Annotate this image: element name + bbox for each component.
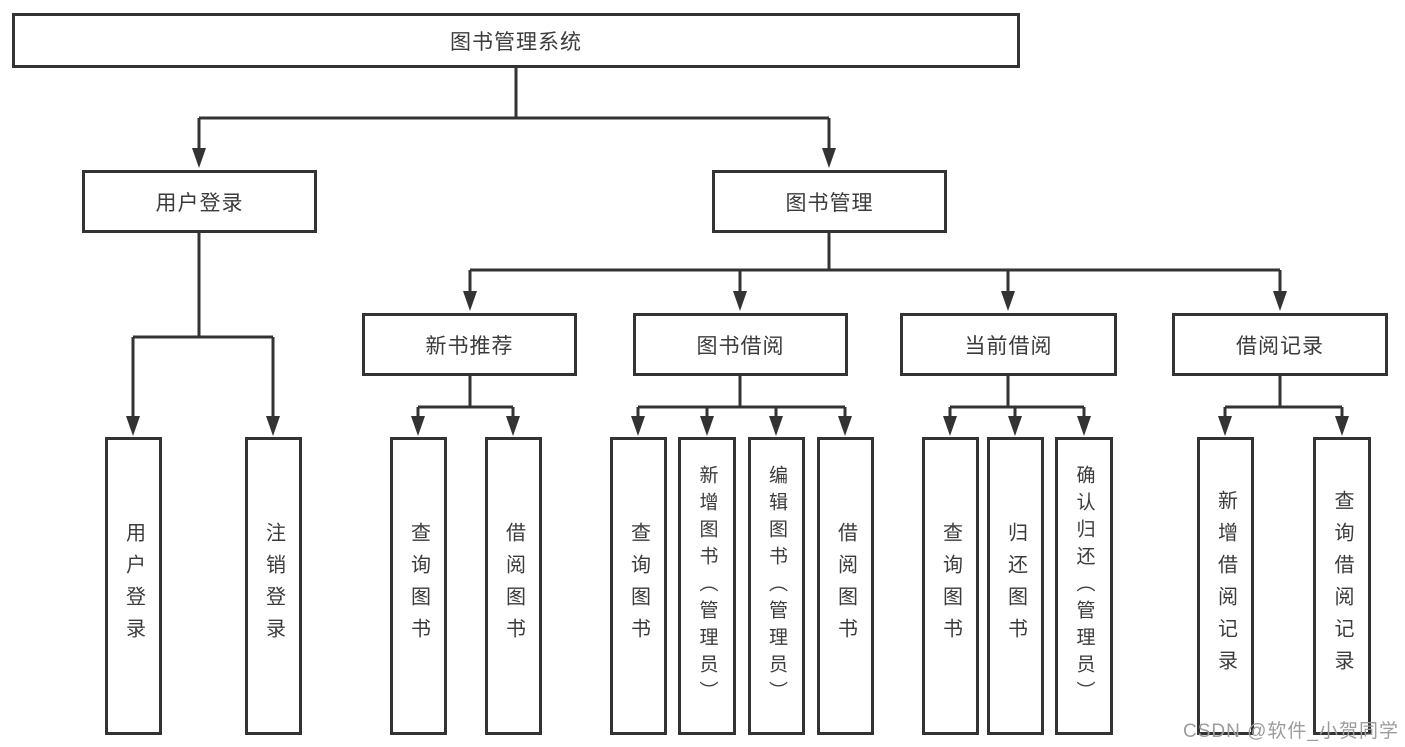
leaf-record-query-record: 查询借阅记录 (1313, 437, 1371, 735)
node-user-login: 用户登录 (82, 170, 317, 233)
leaf-current-query-book-label: 查询图书 (939, 522, 962, 650)
leaf-current-confirm-return-admin-label: 确认归还（管理员） (1073, 464, 1095, 708)
connector-currentborrow-to-leaves (948, 376, 1086, 417)
leaf-borrow-borrow-book-label: 借阅图书 (834, 522, 857, 650)
node-current-borrow: 当前借阅 (900, 313, 1117, 376)
leaf-record-add-record: 新增借阅记录 (1197, 437, 1254, 735)
leaf-borrow-add-book-admin-label: 新增图书（管理员） (696, 464, 718, 708)
leaf-record-add-record-label: 新增借阅记录 (1214, 490, 1237, 682)
leaf-user-login-label: 用户登录 (122, 522, 145, 650)
connector-bookmgmt-to-level3 (468, 233, 1282, 292)
leaf-current-return-book-label: 归还图书 (1004, 522, 1027, 650)
leaf-logout-label: 注销登录 (262, 522, 285, 650)
node-root-system: 图书管理系统 (12, 13, 1020, 68)
connector-borrowrecord-to-leaves (1223, 376, 1344, 417)
arrowheads (126, 148, 1349, 436)
node-book-management: 图书管理 (712, 170, 947, 233)
connector-root-to-level2 (197, 68, 831, 149)
connector-newbook-to-leaves (416, 376, 515, 417)
leaf-recommend-query-book: 查询图书 (390, 437, 447, 735)
leaf-borrow-query-book: 查询图书 (610, 437, 667, 735)
leaf-borrow-add-book-admin: 新增图书（管理员） (678, 437, 736, 735)
csdn-watermark: CSDN @软件_小贺同学 (1183, 721, 1399, 742)
leaf-borrow-borrow-book: 借阅图书 (817, 437, 874, 735)
connector-userlogin-to-leaves (131, 233, 275, 417)
leaf-borrow-edit-book-admin-label: 编辑图书（管理员） (766, 464, 787, 708)
leaf-borrow-query-book-label: 查询图书 (627, 522, 650, 650)
leaf-user-login: 用户登录 (105, 437, 162, 735)
leaf-record-query-record-label: 查询借阅记录 (1331, 490, 1353, 682)
leaf-logout: 注销登录 (245, 437, 302, 735)
node-borrow-record: 借阅记录 (1172, 313, 1388, 376)
leaf-borrow-edit-book-admin: 编辑图书（管理员） (748, 437, 805, 735)
leaf-current-confirm-return-admin: 确认归还（管理员） (1055, 437, 1113, 735)
leaf-recommend-query-book-label: 查询图书 (407, 522, 430, 650)
leaf-recommend-borrow-book-label: 借阅图书 (502, 522, 525, 650)
node-new-book-recommend: 新书推荐 (362, 313, 577, 376)
leaf-current-return-book: 归还图书 (987, 437, 1044, 735)
leaf-recommend-borrow-book: 借阅图书 (485, 437, 542, 735)
leaf-current-query-book: 查询图书 (922, 437, 979, 735)
connector-bookborrow-to-leaves (636, 376, 847, 417)
node-book-borrow: 图书借阅 (633, 313, 848, 376)
